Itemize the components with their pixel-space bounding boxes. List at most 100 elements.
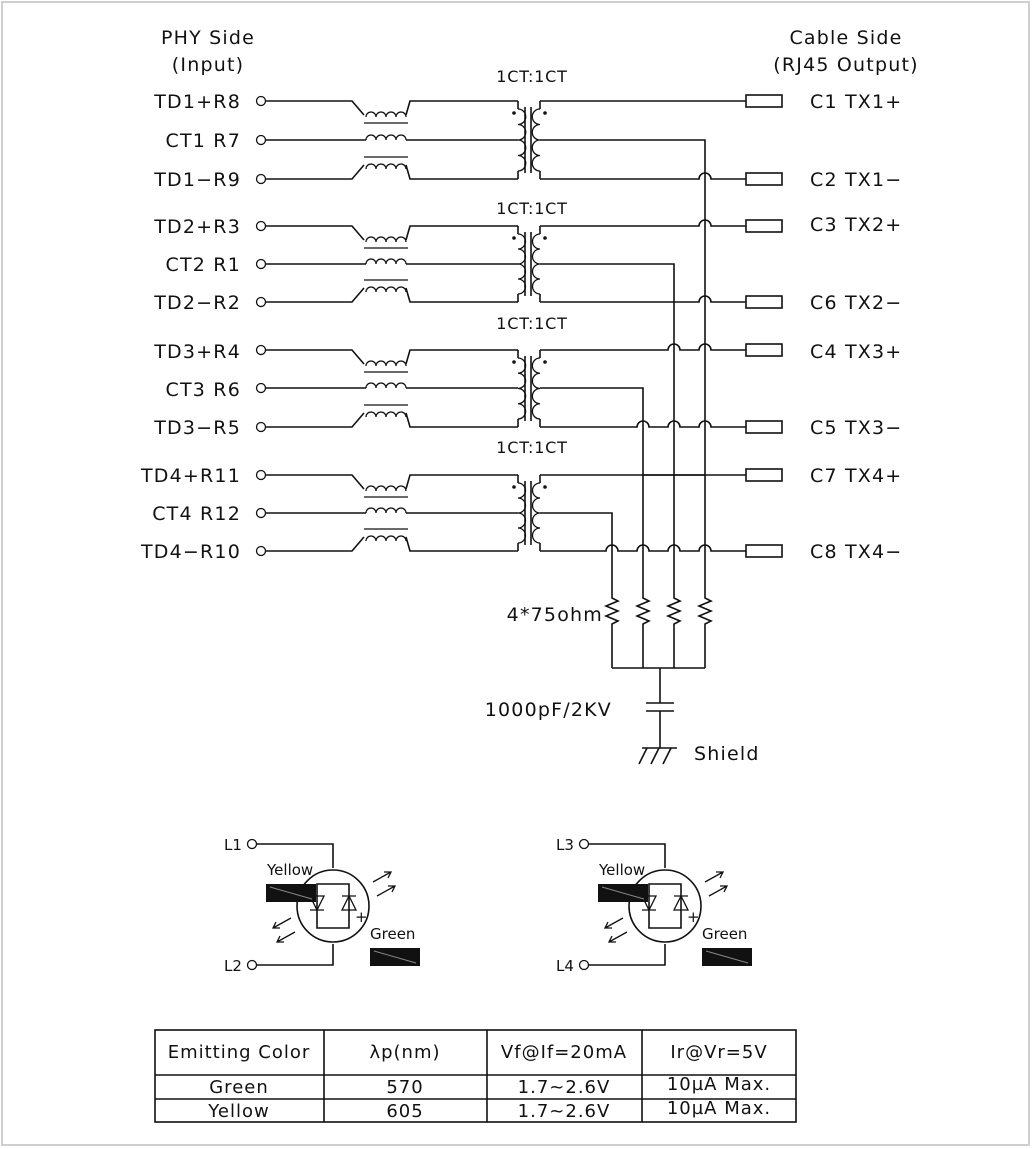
channel-1 bbox=[255, 95, 547, 185]
led-pin-terminal bbox=[578, 959, 590, 971]
phy-wire bbox=[405, 287, 518, 303]
center-tap-return bbox=[540, 139, 706, 566]
channel-3 bbox=[255, 344, 547, 433]
secondary-winding bbox=[531, 357, 541, 420]
pin-label-td4n: TD4−R10 bbox=[140, 541, 241, 563]
led-color-label-a: Yellow bbox=[598, 861, 645, 879]
led-color-label-a: Yellow bbox=[266, 861, 313, 879]
phy-wire bbox=[266, 287, 365, 303]
phy-pin-terminal bbox=[255, 296, 267, 308]
phy-pin-terminal bbox=[255, 95, 267, 107]
center-tap-return bbox=[540, 387, 644, 566]
phy-wire bbox=[266, 474, 365, 490]
resistor-3 bbox=[665, 566, 683, 668]
phy-pin-terminal bbox=[255, 173, 267, 185]
rj45-contact bbox=[745, 172, 783, 186]
bob-smith-capacitor: 1000pF/2KV bbox=[485, 668, 674, 748]
phy-wire bbox=[405, 225, 518, 241]
emission-arrow bbox=[603, 917, 624, 929]
choke-winding bbox=[365, 507, 407, 514]
table-cell: Yellow bbox=[207, 1101, 269, 1122]
rj45-label-c5: C5 TX3− bbox=[810, 417, 902, 439]
phy-wire bbox=[266, 349, 365, 365]
led-pin-terminal bbox=[246, 959, 258, 971]
phy-pin-terminal bbox=[255, 507, 267, 519]
phy-pin-terminal bbox=[255, 421, 267, 433]
phy-pin-terminal bbox=[255, 134, 267, 146]
rj45-contact bbox=[745, 544, 783, 558]
phy-side-title: PHY Side bbox=[161, 27, 255, 49]
choke-winding bbox=[365, 485, 407, 492]
rj45-contact bbox=[745, 343, 783, 357]
choke-winding bbox=[365, 111, 407, 118]
phy-pin-labels: TD1+R8 CT1 R7 TD1−R9 TD2+R3 CT2 R1 TD2−R… bbox=[140, 91, 241, 563]
plus-sign: + bbox=[687, 908, 700, 926]
phy-side-subtitle: (Input) bbox=[172, 54, 244, 76]
primary-winding bbox=[517, 233, 527, 295]
table-cell: 10µA Max. bbox=[667, 1074, 771, 1095]
led-pin-label: L4 bbox=[556, 957, 574, 975]
termination-resistors: 4*75ohm bbox=[507, 566, 714, 669]
led-wire bbox=[257, 843, 334, 868]
phy-pin-terminal bbox=[255, 382, 267, 394]
pin-label-td2p: TD2+R3 bbox=[153, 216, 241, 238]
polarity-dot bbox=[543, 360, 547, 364]
led-diode-frame bbox=[648, 883, 682, 929]
led-pin-terminal bbox=[578, 838, 590, 850]
pin-label-td1p: TD1+R8 bbox=[153, 91, 241, 113]
rj45-contact bbox=[745, 295, 783, 309]
phy-pin-terminal bbox=[255, 258, 267, 270]
emission-arrow bbox=[271, 917, 292, 929]
phy-pin-terminal bbox=[255, 344, 267, 356]
ratio-label-2: 1CT:1CT bbox=[496, 199, 567, 218]
pin-label-td1n: TD1−R9 bbox=[153, 169, 241, 191]
phy-pin-terminal bbox=[255, 220, 267, 232]
primary-winding bbox=[517, 482, 527, 544]
phy-wire bbox=[405, 349, 518, 365]
led-color-label-b: Green bbox=[702, 925, 747, 943]
table-header-vf: Vf@If=20mA bbox=[501, 1042, 627, 1063]
emission-arrow bbox=[607, 931, 628, 943]
led-color-label-b: Green bbox=[370, 925, 415, 943]
pin-label-td3p: TD3+R4 bbox=[153, 341, 241, 363]
choke-winding bbox=[365, 163, 407, 170]
polarity-dot bbox=[512, 485, 516, 489]
phy-wire bbox=[266, 164, 365, 180]
table-cell: 10µA Max. bbox=[667, 1098, 771, 1119]
rj45-label-c2: C2 TX1− bbox=[810, 169, 902, 191]
choke-winding bbox=[365, 258, 407, 265]
phy-wire bbox=[405, 474, 518, 490]
ratio-label-3: 1CT:1CT bbox=[496, 314, 567, 333]
led-package bbox=[296, 869, 370, 943]
choke-winding bbox=[365, 382, 407, 389]
cable-side-subtitle: (RJ45 Output) bbox=[773, 54, 918, 76]
emission-arrow bbox=[275, 931, 296, 943]
primary-winding bbox=[517, 357, 527, 420]
choke-winding bbox=[365, 535, 407, 542]
resistor-2 bbox=[634, 566, 652, 668]
rj45-label-c4: C4 TX3+ bbox=[810, 341, 902, 363]
channel-4 bbox=[255, 469, 547, 557]
phy-wire bbox=[405, 100, 518, 116]
plus-sign: + bbox=[355, 908, 368, 926]
ratio-label-1: 1CT:1CT bbox=[496, 67, 567, 86]
led-wire bbox=[257, 944, 334, 966]
rj45-contact bbox=[745, 219, 783, 233]
led-diode-a bbox=[640, 895, 658, 912]
polarity-dot bbox=[512, 236, 516, 240]
rj45-contact bbox=[745, 468, 783, 482]
phy-pin-terminal bbox=[255, 545, 267, 557]
tx-wire bbox=[540, 544, 746, 552]
swatch-hatch bbox=[705, 950, 749, 964]
rj45-contact bbox=[745, 420, 783, 434]
led-wire bbox=[589, 944, 666, 966]
rj45-label-c8: C8 TX4− bbox=[810, 541, 902, 563]
secondary-winding bbox=[531, 108, 541, 172]
led-diode-a bbox=[308, 895, 326, 912]
table-cell: 1.7~2.6V bbox=[518, 1077, 611, 1098]
led-package bbox=[628, 869, 702, 943]
secondary-winding bbox=[531, 233, 541, 295]
swatch-hatch bbox=[373, 950, 417, 964]
phy-wire bbox=[266, 412, 365, 428]
